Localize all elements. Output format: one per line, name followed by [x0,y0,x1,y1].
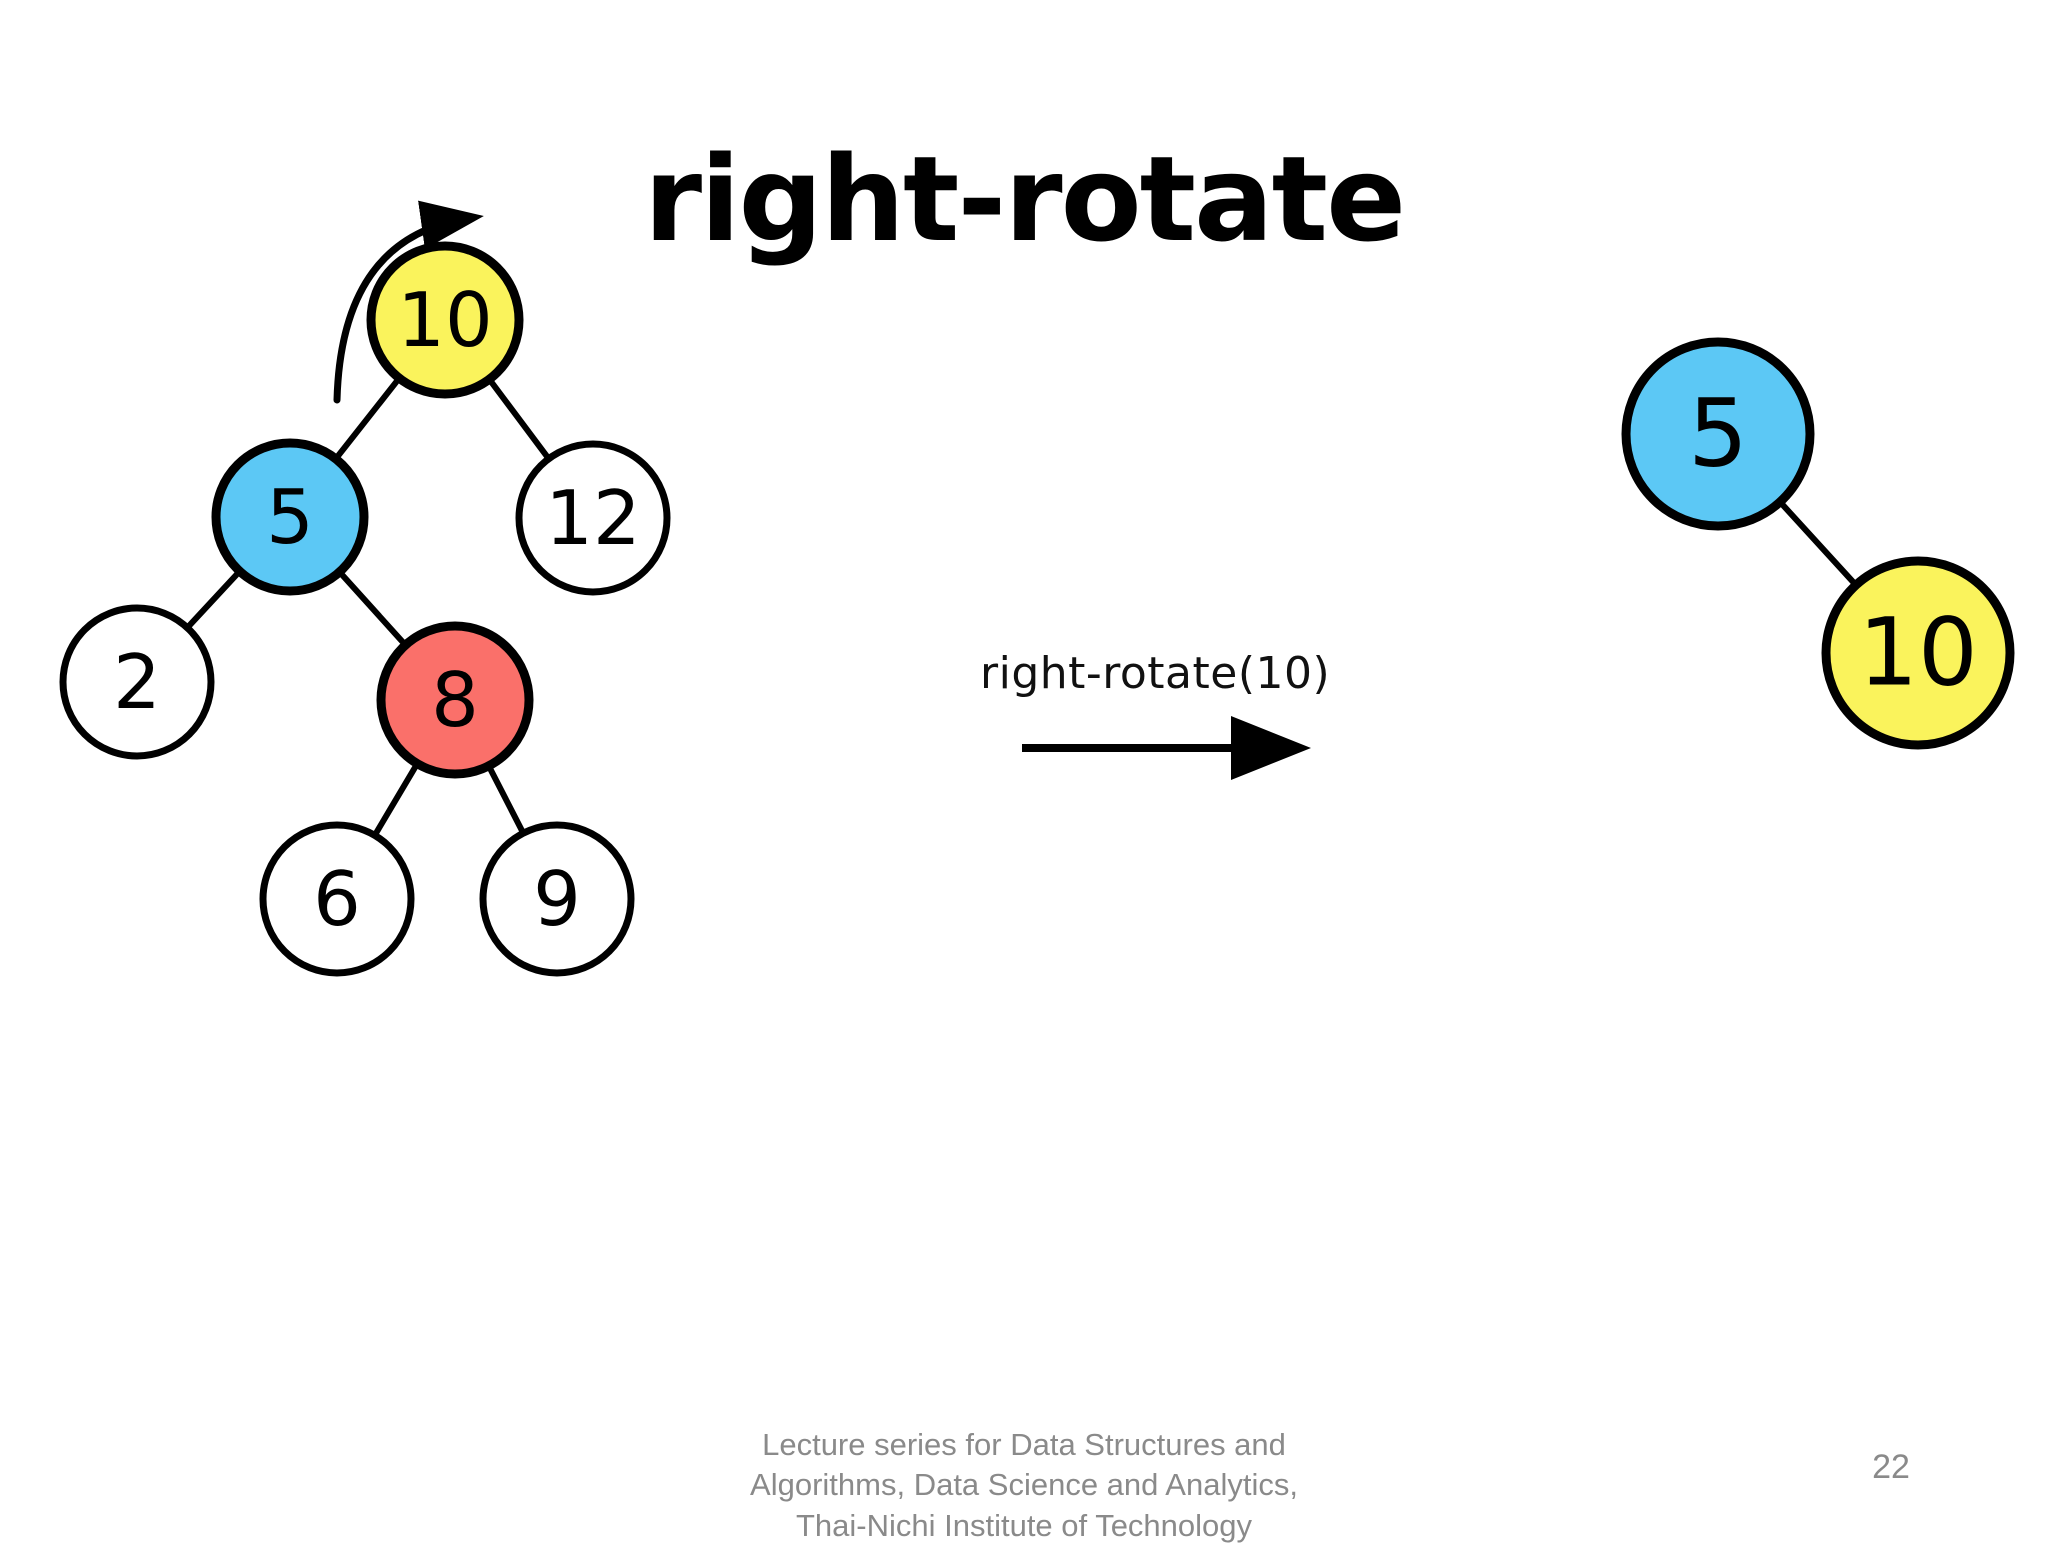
node-circle[interactable] [479,821,635,977]
tree-edge [485,374,553,464]
tree-node[interactable]: 2 [59,604,215,760]
before-tree-edges [182,373,553,841]
footer-line-1: Lecture series for Data Structures and [762,1427,1286,1462]
tree-edge [484,761,528,838]
before-tree-nodes: 10 5 12 2 8 6 9 [59,241,671,977]
page-title: right-rotate [643,130,1406,268]
node-label: 8 [431,656,479,744]
page-number: 22 [1872,1448,1910,1486]
node-label: 5 [1688,380,1748,489]
node-label: 2 [113,638,161,726]
after-tree-edges [1775,497,1861,590]
node-label: 6 [313,855,361,943]
node-label: 12 [545,474,640,562]
tree-node[interactable]: 5 [1621,337,1815,531]
tree-node[interactable]: 8 [376,621,534,779]
tree-edge [1775,497,1861,590]
node-circle[interactable] [59,604,215,760]
node-circle[interactable] [211,438,369,596]
node-label: 9 [533,855,581,943]
curved-clockwise-arrow-icon [333,200,484,404]
tree-node[interactable]: 6 [259,821,415,977]
tree-edge [182,566,245,633]
footer-line-2: Algorithms, Data Science and Analytics, [750,1467,1298,1503]
tree-node[interactable]: 12 [515,440,671,596]
node-circle[interactable] [515,440,671,596]
node-circle[interactable] [376,621,534,779]
after-tree-nodes: 5 10 [1621,337,2015,750]
tree-edge [335,567,410,650]
node-circle[interactable] [1621,337,1815,531]
tree-node[interactable]: 5 [211,438,369,596]
footer-credit: Lecture series for Data Structures and A… [524,1425,1524,1546]
tree-node[interactable]: 10 [1821,556,2015,750]
operation-label: right-rotate(10) [980,648,1331,699]
node-label: 5 [266,473,314,561]
tree-edge [331,373,404,464]
tree-node[interactable]: 9 [479,821,635,977]
node-circle[interactable] [366,241,524,399]
tree-edge [370,758,422,841]
node-label: 10 [1858,599,1978,708]
node-circle[interactable] [1821,556,2015,750]
tree-node[interactable]: 10 [366,241,524,399]
node-label: 10 [397,276,492,364]
footer-line-3: Thai-Nichi Institute of Technology [795,1507,1253,1543]
node-circle[interactable] [259,821,415,977]
